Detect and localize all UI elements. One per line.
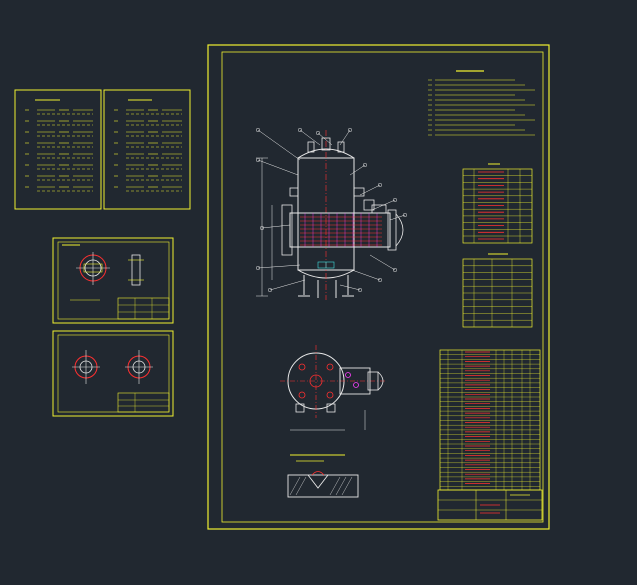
vessel-elevation-view[interactable] bbox=[255, 127, 408, 300]
weld-detail-view[interactable] bbox=[287, 454, 359, 498]
sheet-table-1[interactable] bbox=[14, 89, 102, 210]
sheet-table-2[interactable] bbox=[103, 89, 191, 210]
sheet-detail-2[interactable] bbox=[52, 330, 174, 417]
design-data-table bbox=[462, 253, 533, 328]
main-drawing-sheet[interactable] bbox=[207, 44, 550, 530]
parts-list-table bbox=[439, 349, 541, 491]
sheet-detail-1[interactable] bbox=[52, 237, 174, 324]
nozzle-table bbox=[462, 163, 533, 244]
vessel-plan-view[interactable] bbox=[280, 345, 386, 431]
technical-requirements-notes bbox=[428, 70, 535, 136]
title-block bbox=[437, 489, 543, 521]
